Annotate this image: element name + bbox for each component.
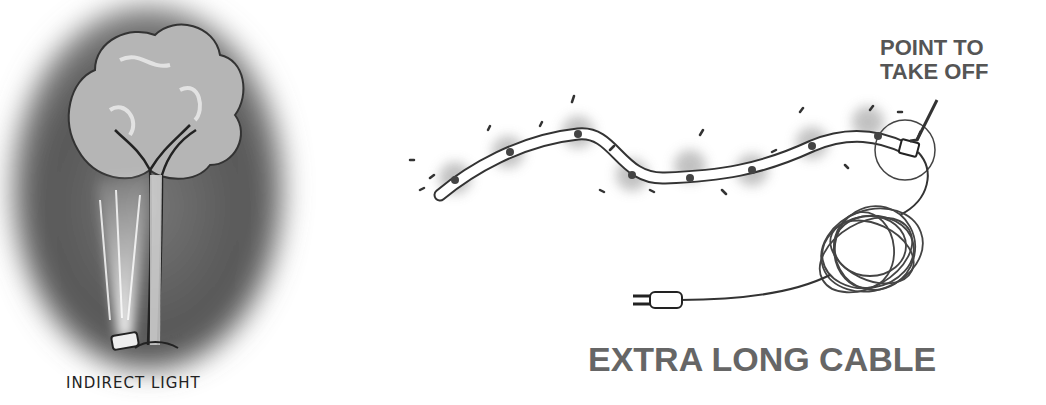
string-lights	[410, 96, 937, 308]
caption-label: EXTRA LONG CABLE	[588, 340, 936, 379]
callout-label: POINT TO TAKE OFF	[880, 36, 1020, 84]
tree-scene	[13, 6, 283, 370]
scene-label: INDIRECT LIGHT	[66, 374, 201, 392]
